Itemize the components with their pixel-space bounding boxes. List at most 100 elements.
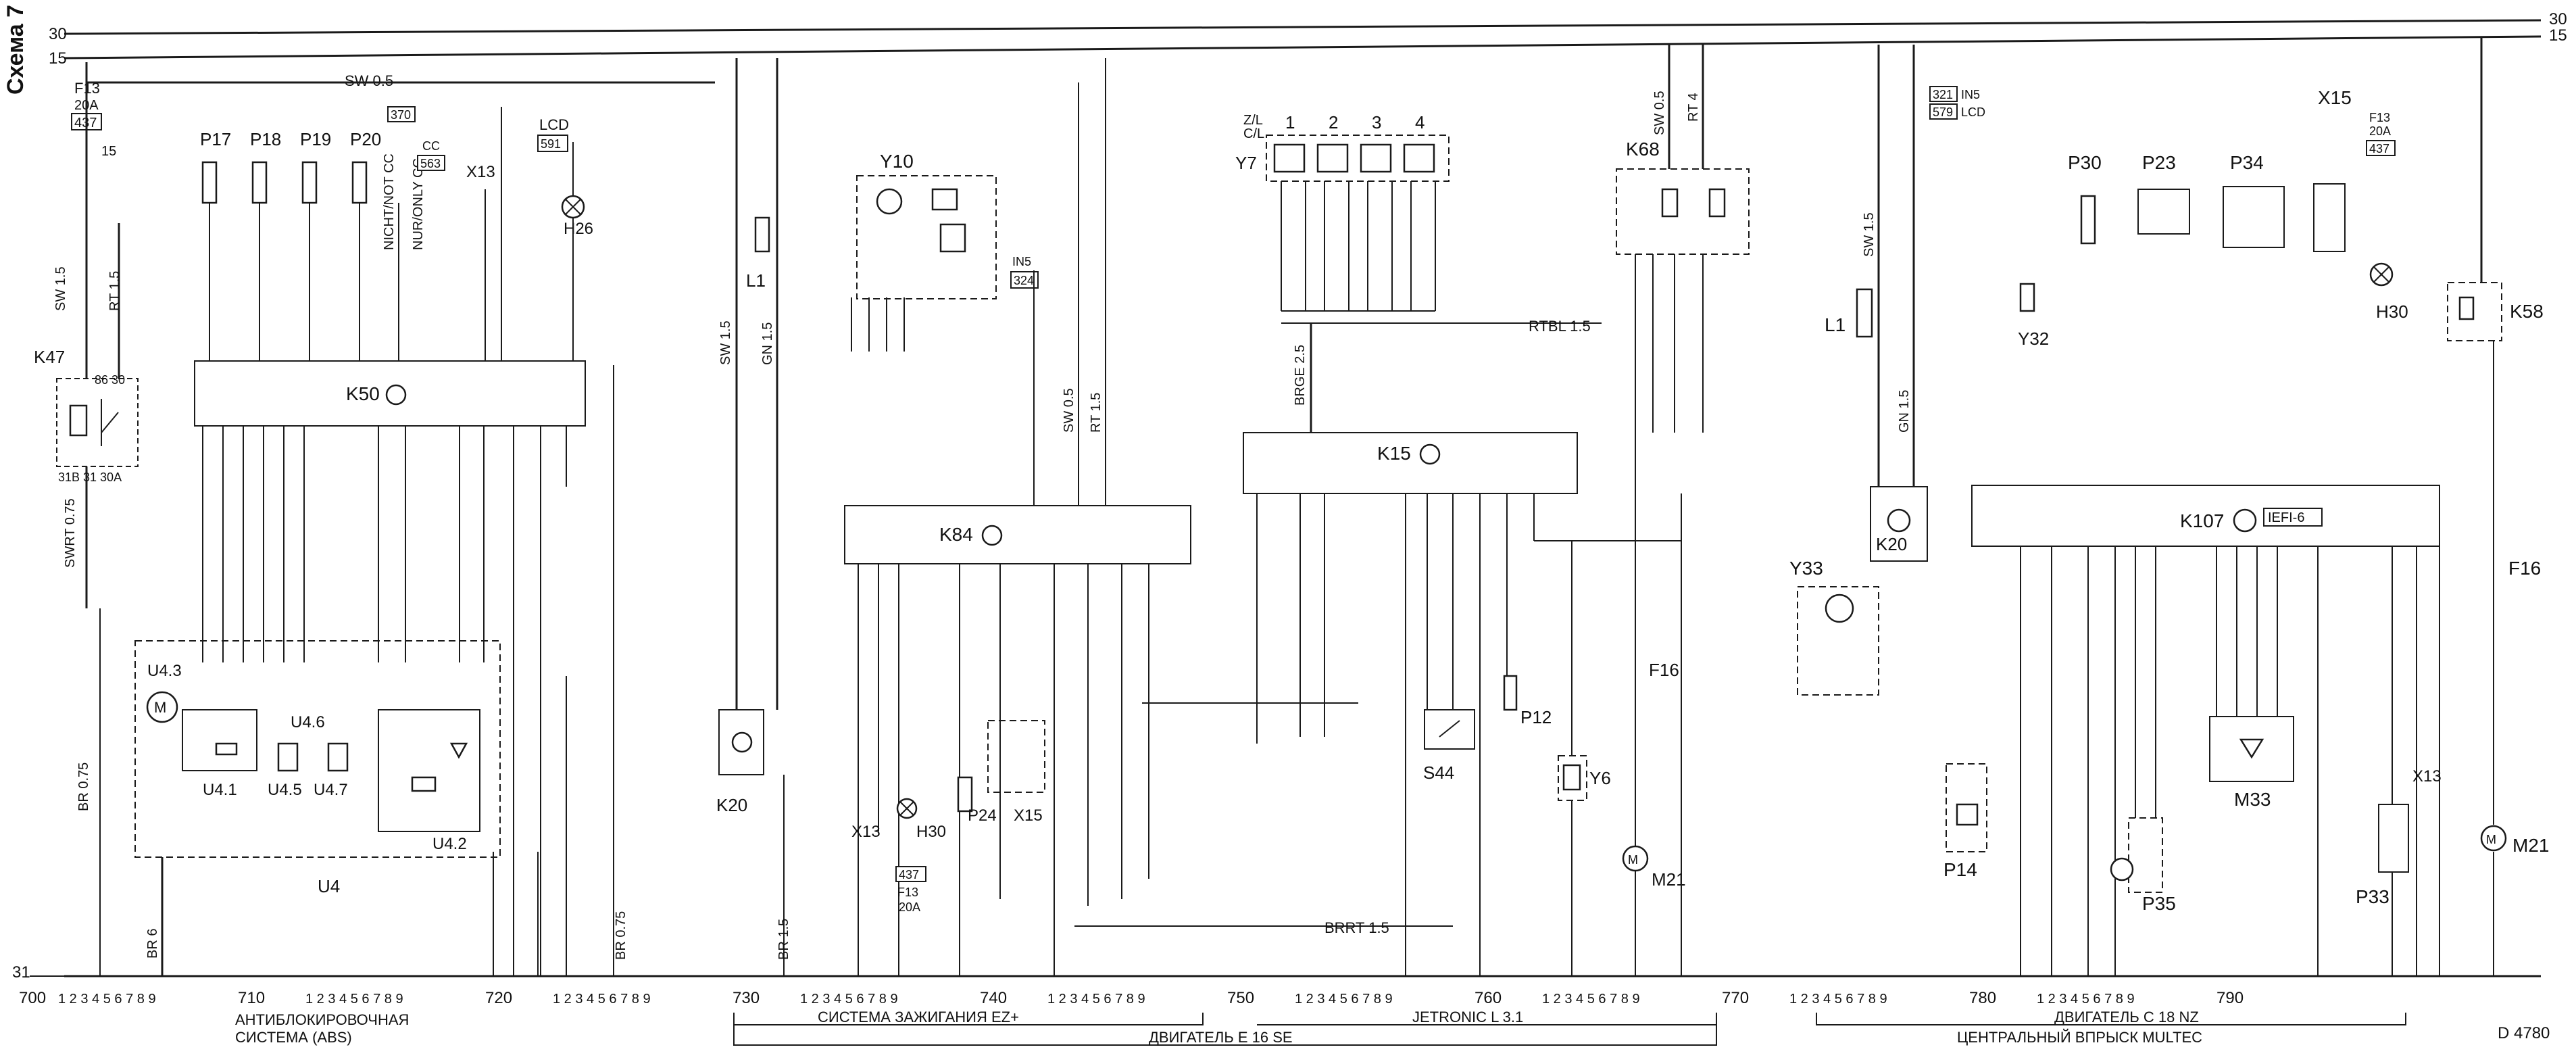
f13-pin: 15 xyxy=(101,144,116,159)
k20-right-label: K20 xyxy=(1876,534,1907,554)
wire-br075-x: BR 0.75 xyxy=(614,911,628,960)
svg-text:M: M xyxy=(154,699,166,716)
f16-mid-label: F16 xyxy=(1649,660,1679,680)
f13-mid-label: F13 xyxy=(897,886,918,899)
injector-y33: Y33 xyxy=(1789,558,1879,696)
relay-k58: K58 xyxy=(2447,38,2544,341)
tag-437-right: 437 xyxy=(2369,142,2389,155)
scale-start: 700 xyxy=(19,989,46,1007)
wire-gn15-ign: GN 1.5 xyxy=(760,322,775,365)
x13-right-label: X13 xyxy=(2412,767,2442,785)
wire-rt4: RT 4 xyxy=(1686,93,1701,122)
controller-k20-right: K20 xyxy=(1870,486,1928,562)
scale-mark: 770 xyxy=(1722,989,1749,1007)
sensor-group-p17-p20: P17 P18 P19 P20 xyxy=(200,129,381,365)
svg-text:3: 3 xyxy=(1372,112,1381,132)
relay-k68: K68 xyxy=(1616,45,1750,433)
k58-label: K58 xyxy=(2510,301,2544,322)
sensors-right: P30 P23 P34 X15 F13 20A 437 H30 Y32 xyxy=(2018,87,2408,349)
controller-k15: K15 xyxy=(1243,432,1578,494)
rail-30-right: 30 xyxy=(2549,10,2567,28)
lcd-label: LCD xyxy=(539,116,569,133)
section-ignition: СИСТЕМА ЗАЖИГАНИЯ EZ+ xyxy=(818,1009,1019,1025)
x13-left-label: X13 xyxy=(466,163,495,181)
relay-k47: K47 31B 31 30A 86 30 xyxy=(34,347,139,484)
section-abs-line1: АНТИБЛОКИРОВОЧНАЯ xyxy=(235,1011,409,1028)
supply-rails: 30 15 30 15 31 xyxy=(12,10,2567,982)
k107-label: K107 xyxy=(2180,510,2224,531)
p14-label: P14 xyxy=(1943,859,1977,880)
wire-sw15-ign: SW 1.5 xyxy=(718,320,733,365)
scale-mark: 790 xyxy=(2216,989,2244,1007)
wire-sw075-k84: SW 0.5 xyxy=(1062,388,1076,433)
u43-label: U4.3 xyxy=(147,662,182,680)
ctl-label: C/L xyxy=(1243,126,1264,141)
svg-text:M: M xyxy=(2486,833,2496,846)
in5-label: IN5 xyxy=(1012,255,1031,268)
tag-591: 591 xyxy=(541,137,561,151)
p33-label: P33 xyxy=(2356,886,2389,907)
wire-br075-left: BR 0.75 xyxy=(76,763,91,811)
svg-text:31B 31 30A: 31B 31 30A xyxy=(58,470,122,484)
wire-sw15-k47: SW 1.5 xyxy=(53,266,68,311)
wire-sw15-right: SW 1.5 xyxy=(1862,212,1877,257)
p12-label: P12 xyxy=(1520,707,1552,727)
u42-label: U4.2 xyxy=(432,835,467,853)
l1-label: L1 xyxy=(746,270,766,291)
l1-right-label: L1 xyxy=(1825,314,1846,335)
scale-mark: 730 xyxy=(733,989,760,1007)
scale-digits: 1 2 3 4 5 6 7 8 9 xyxy=(553,992,651,1007)
svg-text:2: 2 xyxy=(1329,112,1338,132)
x13-mid-label: X13 xyxy=(851,823,881,841)
scale-mark: 720 xyxy=(485,989,512,1007)
k50-label: K50 xyxy=(346,383,380,404)
section-multec: ЦЕНТРАЛЬНЫЙ ВПРЫСК MULTEC xyxy=(1957,1029,2202,1046)
u4-label: U4 xyxy=(318,876,340,896)
f16-right-label: F16 xyxy=(2508,558,2541,579)
tag-370: 370 xyxy=(391,108,411,122)
svg-text:86 30: 86 30 xyxy=(95,373,125,387)
section-brackets xyxy=(733,1013,2406,1046)
controller-k50: K50 xyxy=(194,360,586,427)
p34-label: P34 xyxy=(2230,152,2264,173)
ztl-label: Z/L xyxy=(1243,113,1263,128)
iefi-label: IEFI-6 xyxy=(2268,510,2304,525)
k68-label: K68 xyxy=(1626,139,1660,160)
m21-right-label: M21 xyxy=(2512,835,2549,856)
y7-label: Y7 xyxy=(1235,153,1257,173)
svg-text:4: 4 xyxy=(1415,112,1425,132)
svg-text:M: M xyxy=(1628,853,1638,867)
x15-right-label: X15 xyxy=(2318,87,2352,108)
nur-label: NUR/ONLY CC xyxy=(411,158,426,250)
h30-mid-label: H30 xyxy=(916,823,946,841)
y33-label: Y33 xyxy=(1789,558,1823,579)
wire-gn15-right: GN 1.5 xyxy=(1897,390,1912,433)
lcd-right-label: LCD xyxy=(1961,105,1985,119)
scale-mark: 750 xyxy=(1227,989,1254,1007)
cc-label: CC xyxy=(422,139,440,153)
m21-mid-label: M21 xyxy=(1652,869,1686,890)
injectors-y7: Z/L C/L Y7 1 2 3 4 xyxy=(1235,112,1602,324)
k15-label: K15 xyxy=(1377,443,1411,464)
k20-left-label: K20 xyxy=(716,795,747,815)
p17-label: P17 xyxy=(200,129,231,149)
u46-label: U4.6 xyxy=(291,713,325,731)
jetronic-periphery: S44 P12 Y6 M M21 F16 xyxy=(1423,660,1686,890)
scale-digits: 1 2 3 4 5 6 7 8 9 xyxy=(2037,992,2135,1007)
section-abs-line2: СИСТЕМА (ABS) xyxy=(235,1029,352,1046)
scale-digits: 1 2 3 4 5 6 7 8 9 xyxy=(58,992,156,1007)
tag-563: 563 xyxy=(420,157,441,170)
p24-label: P24 xyxy=(968,806,997,825)
p19-label: P19 xyxy=(300,129,331,149)
s44-label: S44 xyxy=(1423,763,1454,783)
tag-437-mid: 437 xyxy=(899,868,919,881)
k50-lines xyxy=(202,203,567,976)
wire-rtbl15: RTBL 1.5 xyxy=(1529,318,1591,335)
k107-lines xyxy=(2020,341,2494,976)
u47-label: U4.7 xyxy=(314,781,348,799)
k47-label: K47 xyxy=(34,347,65,367)
ignition-ez-group: SW 1.5 GN 1.5 L1 Y10 IN5 324 xyxy=(718,58,1039,710)
fuse-f13-left: F13 20A 437 15 xyxy=(71,62,116,159)
wire-rt15-k47: RT 1.5 xyxy=(107,271,122,311)
